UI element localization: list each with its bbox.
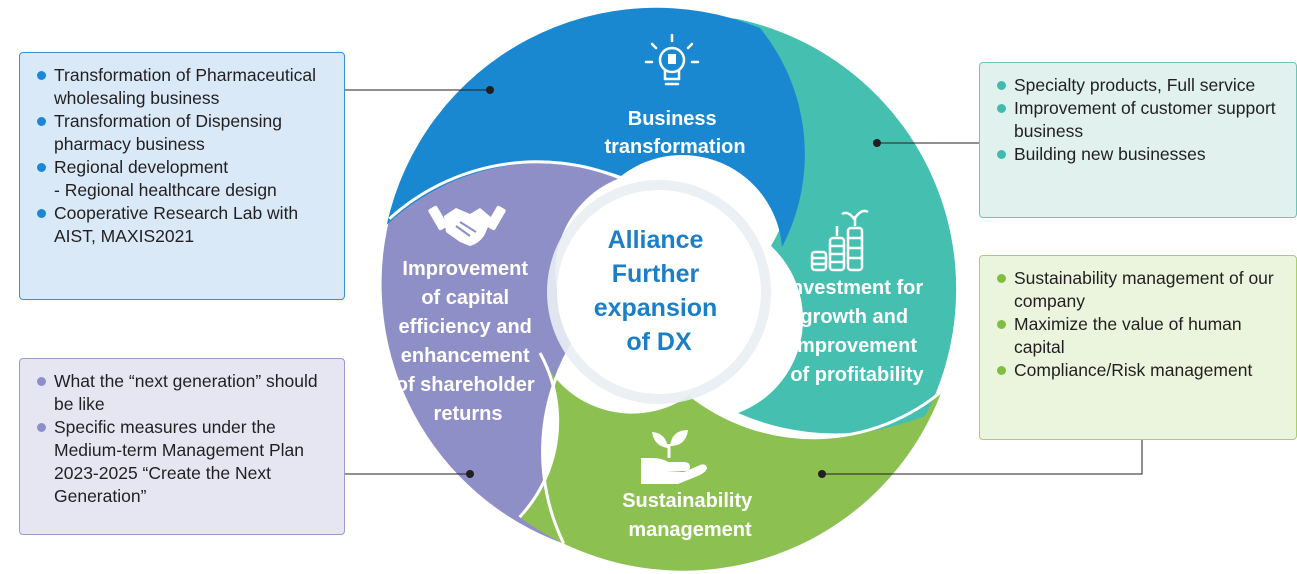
center-text: Alliance Further expansion of DX	[594, 226, 725, 356]
investment-callout: Specialty products, Full service Improve…	[979, 62, 1297, 218]
callout-item-text: Specialty products, Full service	[1014, 75, 1256, 95]
callout-item-text: Regional development	[54, 157, 229, 177]
segment-investment	[733, 18, 957, 434]
callout-item: Specialty products, Full service	[996, 74, 1284, 97]
callout-item: Regional development - Regional healthca…	[36, 156, 332, 202]
connector-dot	[818, 470, 826, 478]
capital-label-line: of shareholder	[396, 374, 535, 396]
callout-item: What the “next generation” should be lik…	[36, 370, 332, 416]
capital-label-line: Improvement	[402, 258, 528, 280]
sustainability-label-line: management	[628, 519, 752, 541]
investment-label-line: improvement	[791, 335, 917, 357]
capital-label-line: returns	[434, 403, 503, 425]
callout-item-text: Improvement of customer support business	[1014, 98, 1276, 141]
callout-item-text: Cooperative Research Lab with AIST, MAXI…	[54, 203, 299, 246]
sustainability-callout: Sustainability management of our company…	[979, 255, 1297, 440]
hand-sprout-icon	[641, 430, 707, 484]
callout-item: Specific measures under the Medium-term …	[36, 416, 332, 508]
callout-item-text: Sustainability management of our company	[1014, 268, 1274, 311]
investment-label: Investment for growth and improvement of…	[785, 277, 928, 386]
investment-label-line: of profitability	[790, 364, 924, 386]
sustainability-label: Sustainability management	[622, 490, 758, 541]
business-label-line: transformation	[604, 136, 745, 158]
center-circle	[557, 190, 761, 394]
callout-item: Transformation of Pharmaceutical wholesa…	[36, 64, 332, 110]
capital-label-line: enhancement	[401, 345, 530, 367]
center-line: Further	[612, 260, 700, 288]
segment-business	[386, 7, 805, 248]
segment-sustainability	[519, 353, 942, 571]
capital-efficiency-callout: What the “next generation” should be lik…	[19, 358, 345, 535]
capital-label-line: of capital	[421, 287, 509, 309]
callout-item-text: Specific measures under the Medium-term …	[54, 417, 304, 506]
callout-item-text: Transformation of Pharmaceutical wholesa…	[54, 65, 316, 108]
callout-item: Transformation of Dispensing pharmacy bu…	[36, 110, 332, 156]
capital-label: Improvement of capital efficiency and en…	[396, 258, 540, 425]
callout-item-text: Transformation of Dispensing pharmacy bu…	[54, 111, 282, 154]
callout-item: Compliance/Risk management	[996, 359, 1284, 382]
lightbulb-icon	[644, 33, 700, 86]
segment-capital	[381, 161, 620, 544]
callout-item: Building new businesses	[996, 143, 1284, 166]
center-line: of DX	[626, 328, 692, 356]
callout-item-text: Building new businesses	[1014, 144, 1206, 164]
business-transformation-callout: Transformation of Pharmaceutical wholesa…	[19, 52, 345, 300]
connector-dot	[486, 86, 494, 94]
business-label: Business transformation	[604, 108, 745, 158]
callout-item: Cooperative Research Lab with AIST, MAXI…	[36, 202, 332, 248]
callout-item: Sustainability management of our company	[996, 267, 1284, 313]
connector-dot	[466, 470, 474, 478]
callout-item-text: Maximize the value of human capital	[1014, 314, 1242, 357]
investment-label-line: Investment for	[785, 277, 923, 299]
callout-item-subtext: - Regional healthcare design	[54, 180, 277, 200]
callout-item-text: Compliance/Risk management	[1014, 360, 1253, 380]
connector-dot	[873, 139, 881, 147]
callout-item-text: What the “next generation” should be lik…	[54, 371, 318, 414]
capital-label-line: efficiency and	[399, 316, 532, 338]
handshake-icon	[428, 205, 506, 246]
investment-label-line: growth and	[800, 306, 908, 328]
sustainability-label-line: Sustainability	[622, 490, 753, 512]
business-label-line: Business	[628, 108, 717, 130]
callout-item: Improvement of customer support business	[996, 97, 1284, 143]
coin-stacks-sprout-icon	[810, 209, 869, 272]
callout-item: Maximize the value of human capital	[996, 313, 1284, 359]
center-line: Alliance	[608, 226, 704, 254]
center-line: expansion	[594, 294, 718, 322]
